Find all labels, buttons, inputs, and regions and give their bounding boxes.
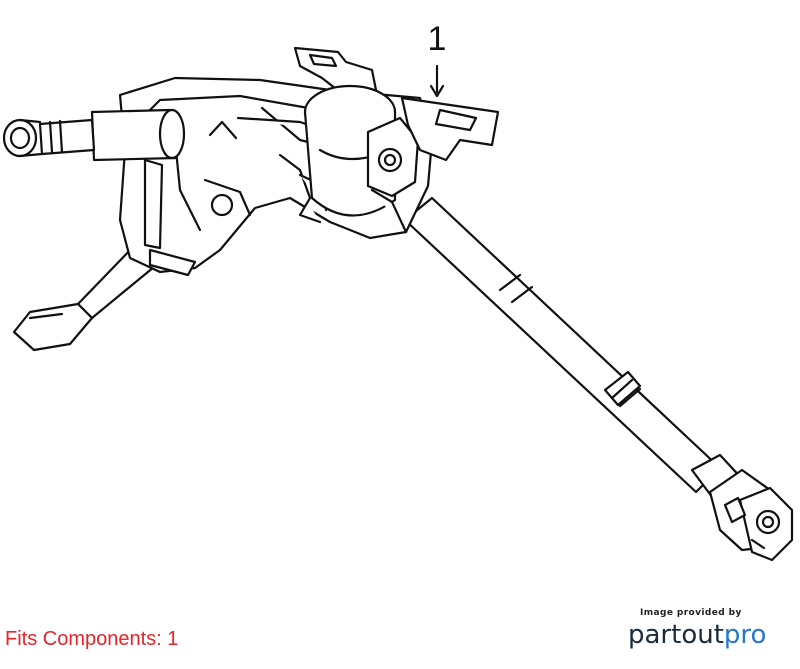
callout-arrow bbox=[429, 64, 445, 98]
image-credit: Image provided by partoutpro bbox=[628, 608, 798, 650]
image-credit-caption: Image provided by bbox=[640, 608, 742, 618]
universal-joint bbox=[690, 453, 794, 562]
fits-components-text: Fits Components: 1 bbox=[5, 628, 179, 650]
flange-plate bbox=[400, 96, 500, 162]
partoutpro-logo: partoutpro bbox=[628, 620, 798, 650]
upper-bracket bbox=[293, 46, 378, 94]
upper-steering-shaft bbox=[2, 108, 186, 162]
brand-text-part2: pro bbox=[723, 620, 767, 650]
lock-housing bbox=[366, 116, 420, 234]
callout-label-1: 1 bbox=[427, 20, 447, 58]
brand-text-part1: partout bbox=[628, 620, 724, 650]
intermediate-shaft bbox=[403, 196, 722, 494]
